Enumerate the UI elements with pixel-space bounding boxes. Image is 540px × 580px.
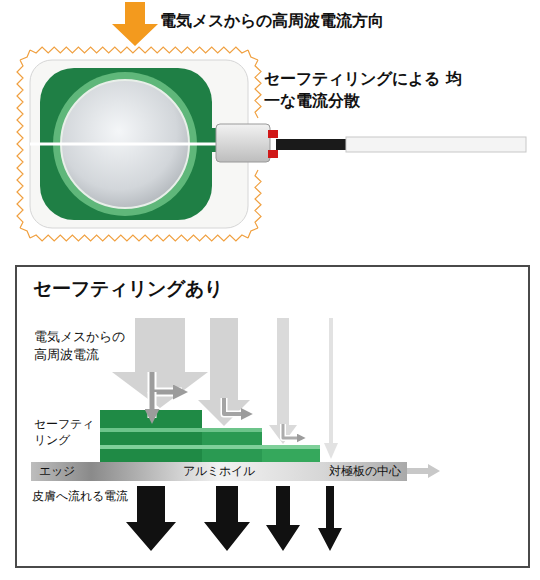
cable-boot (276, 139, 346, 150)
current-label: 電気メスからの 高周波電流 (34, 328, 130, 363)
incoming-current-arrow (198, 318, 250, 426)
toward-centre-arrow (406, 464, 440, 478)
edge-label: エッジ (39, 464, 75, 479)
ring-layer (100, 445, 320, 449)
cable (346, 137, 526, 152)
spread-arrow (152, 372, 302, 438)
skin-current-label: 皮膚へ流れる電流 (32, 488, 132, 504)
ring-layer (100, 428, 262, 432)
connector-clip (268, 150, 278, 158)
aluminium-band: エッジ アルミホイル 対極板の中心 (31, 462, 407, 481)
skin-current-arrow (126, 486, 176, 551)
skin-current-arrow (204, 486, 250, 551)
foil-label: アルミホイル (183, 464, 255, 479)
ring-caption: セーフティリングによる 均一な電流分散 (264, 68, 464, 111)
incoming-current-arrow (112, 318, 208, 408)
skin-current-arrow (266, 486, 300, 551)
ring-label: セーフティ リング (34, 416, 100, 448)
incoming-current-arrow (324, 318, 338, 459)
pad-body (30, 60, 248, 228)
connector-clip (268, 130, 278, 138)
direction-label: 電気メスからの高周波電流方向 (160, 10, 460, 32)
connector (216, 124, 270, 162)
split-line (30, 143, 218, 146)
panel-title: セーフティリングあり (33, 277, 512, 301)
skin-current-arrow (318, 486, 342, 551)
panel-box: セーフティリングありエッジ アルミホイル 対極板の中心 (15, 265, 530, 568)
centre-label: 対極板の中心 (329, 464, 401, 479)
current-direction-arrow (112, 2, 158, 46)
